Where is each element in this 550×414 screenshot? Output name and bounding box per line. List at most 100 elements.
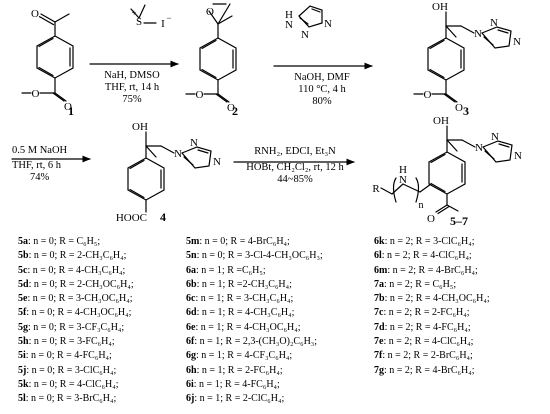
compound-5-7-structure [380,125,513,215]
sulfonium-ylide-reagent [130,4,157,24]
list-item: 6m: n = 2; R = 4-BrC₆H₄; [374,264,478,276]
list-item: 5h: n = 0; R = 3-FC₆H₄; [18,336,115,348]
list-item: 7e: n = 2; R = 4-ClC₆H₄; [374,336,474,348]
list-item: 7c: n = 2; R = 2-FC₆H₄; [374,307,470,319]
list-item: 5m: n = 0; R = 4-BrC₆H₄; [186,236,290,247]
atom-label: N [399,174,407,186]
list-item: 5k: n = 0; R = 4-ClC₆H₄; [18,378,119,390]
atom-label: n [419,200,424,211]
list-item: 5b: n = 0; R = 2-CH₃C₆H₄; [18,250,127,262]
condition-line: THF, rt, 6 h [12,160,62,171]
condition-line: 110 °C, 4 h [298,84,346,95]
list-item: 7b: n = 2; R = 4-CH₃OC₆H₄; [374,293,490,305]
charge-plus: + [131,8,136,18]
atom-label: OH [433,115,449,127]
atom-label: O [64,101,72,113]
atom-label: N [324,18,332,30]
list-item: 5c: n = 0; R = 4-CH₃C₆H₄; [18,264,126,276]
compound-number-3: 3 [463,104,469,118]
step-2-conditions: NaOH, DMF 110 °C, 4 h 80% [282,72,362,108]
atom-label: OH [432,1,448,13]
compound-number-2: 2 [232,104,238,118]
list-item: 6i: n = 1; R = 4-FC₆H₄; [186,378,280,390]
atom-label: N [174,148,182,160]
atom-label: N [491,131,499,143]
atom-label: N [474,28,482,40]
atom-label: N [475,142,483,154]
list-item: 5d: n = 0; R = 2-CH₃OC₆H₄; [18,278,134,290]
atom-label: N [213,156,221,168]
list-item: 7d: n = 2; R = 4-FC₆H₄; [374,321,471,333]
list-item: 7f: n = 2; R = 2-BrC₆H₄; [374,350,473,362]
atom-label: O [427,213,435,225]
list-item: 5g: n = 0; R = 3-CF₃C₆H₄; [18,321,125,333]
condition-line: 44~85% [277,174,313,185]
atom-label: I [161,18,165,30]
atom-label: N [190,137,198,149]
atom-label: O [196,89,204,101]
derivative-list-col3: 6k: n = 2; R = 3-ClC₆H₄; 6l: n = 2; R = … [374,235,490,378]
condition-line: THF, rt, 14 h [104,82,160,93]
list-item: 6k: n = 2; R = 3-ClC₆H₄; [374,236,475,247]
atom-label: HOOC [116,212,147,224]
atom-label: O [227,102,235,114]
list-item: 5l: n = 0; R = 3-BrC₆H₄; [18,393,117,405]
atom-label: N [285,19,293,31]
atom-label: N [490,17,498,29]
list-item: 6e: n = 1; R = 4-CH₃OC₆H₄; [186,321,301,333]
condition-line: RNH₂, EDCI, Et₃N [254,146,336,157]
atom-label: OH [132,121,148,133]
atom-label: H [399,164,407,176]
condition-line: HOBt, CH₂Cl₂, rt, 12 h [246,162,344,173]
atom-label: O [31,8,39,20]
derivative-list-col2: 5m: n = 0; R = 4-BrC₆H₄; 5n: n = 0; R = … [186,235,323,407]
charge-minus: − [166,13,171,23]
condition-line: NaH, DMSO [104,70,160,81]
condition-line: NaOH, DMF [294,72,350,83]
atom-label: H [285,9,293,21]
compound-1-structure [21,13,74,102]
list-item: 5e: n = 0; R = 3-CH₃OC₆H₄; [18,293,133,305]
list-item: 6c: n = 1; R = 3-CH₃C₆H₄; [186,293,294,305]
compound-3-structure [413,11,512,103]
condition-line: 80% [312,96,332,107]
atom-label: O [455,102,463,114]
compound-number-5-7: 5–7 [450,214,468,228]
condition-line: 75% [122,94,142,105]
compound-number-4: 4 [160,210,166,224]
list-item: 6j: n = 1; R = 2-ClC₆H₄; [186,393,285,405]
triazole-reagent [298,5,323,28]
list-item: 6l: n = 2; R = 4-ClC₆H₄; [374,250,472,262]
atom-label: N [514,150,522,162]
list-item: 7g: n = 2; R = 4-BrC₆H₄; [374,364,475,376]
atom-label: O [206,6,214,18]
compound-2-structure [185,3,237,103]
list-item: 6b: n = 1; R =2-CH₃C₆H₄; [186,278,292,290]
compound-4-structure [127,131,212,213]
step-3-conditions: 0.5 M NaOH THF, rt, 6 h 74% [0,145,90,184]
atom-label: S [136,16,142,28]
atom-label: O [32,88,40,100]
list-item: 5j: n = 0; R = 3-ClC₆H₄; [18,364,117,376]
atom-label: O [424,89,432,101]
atom-label: N [513,36,521,48]
list-item: 5f: n = 0; R = 4-CH₃OC₆H₄; [18,307,132,319]
list-item: 6h: n = 1; R = 2-FC₆H₄; [186,364,283,376]
derivative-list-col1: 5a: n = 0; R = C₆H₅; 5b: n = 0; R = 2-CH… [18,235,134,407]
list-item: 6a: n = 1; R =C₆H₅; [186,264,266,276]
condition-line: 0.5 M NaOH [12,145,68,156]
list-item: 6f: n = 1; R = 2,3-(CH₃O)₂C₆H₃; [186,336,318,348]
list-item: 7a: n = 2; R = C₆H₅; [374,278,457,290]
compound-number-1: 1 [68,104,74,118]
step-4-conditions: RNH₂, EDCI, Et₃N HOBt, CH₂Cl₂, rt, 12 h … [232,146,358,186]
list-item: 6g: n = 1; R = 4-CF₃C₆H₄; [186,350,293,362]
list-item: 5a: n = 0; R = C₆H₅; [18,236,101,247]
condition-line: 74% [30,172,50,183]
atom-label: N [301,29,309,41]
list-item: 5i: n = 0; R = 4-FC₆H₄; [18,350,112,362]
step-1-conditions: NaH, DMSO THF, rt, 14 h 75% [92,70,172,106]
list-item: 5n: n = 0; R = 3-Cl-4-CH₃OC₆H₃; [186,250,323,262]
atom-label: R [372,183,380,195]
